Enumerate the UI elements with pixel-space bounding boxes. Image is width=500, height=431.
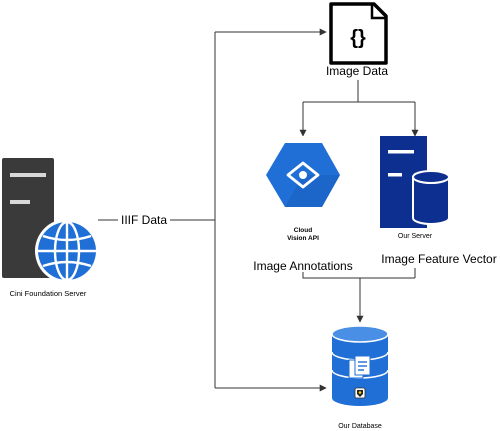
image-data-label: Image Data (326, 64, 388, 78)
our-server-label: Our Server (398, 233, 433, 240)
database-documents-icon (331, 325, 389, 406)
edge-label-feature-vector: Image Feature Vector (381, 252, 496, 266)
server-globe-icon (2, 158, 99, 283)
vision-label-line1: Cloud (294, 227, 312, 234)
code-file-icon: {} (329, 2, 388, 65)
database-label: Our Database (338, 423, 382, 430)
edge-label-annotations: Image Annotations (253, 259, 352, 273)
server-label: Cini Foundation Server (10, 289, 87, 298)
edge-annotations-down (302, 272, 415, 279)
tower-server-database-icon (380, 136, 450, 228)
edge-label-iiif: IIIF Data (121, 213, 167, 227)
connectors (98, 28, 419, 392)
cloud-vision-hexagon-icon (265, 136, 340, 214)
code-glyph: {} (350, 27, 366, 49)
vision-label-line2: Vision API (287, 235, 319, 242)
